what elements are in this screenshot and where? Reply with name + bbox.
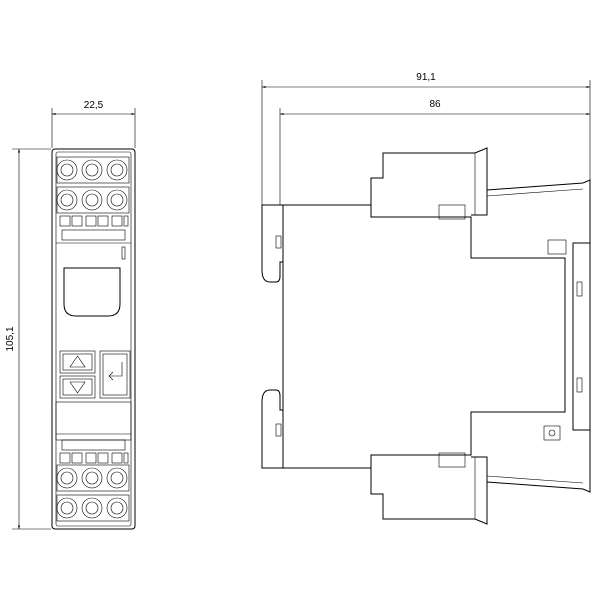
- status-led: [121, 246, 126, 260]
- front-housing-outline: [51, 148, 136, 530]
- arrow-down-icon: [69, 381, 86, 394]
- front-slot-upper: [576, 281, 583, 297]
- enter-button-frame: [99, 350, 131, 399]
- enter-icon: [108, 362, 123, 381]
- side-view: [261, 147, 591, 525]
- din-clip-lower: [261, 389, 284, 469]
- upper-terminal-tab: [438, 204, 466, 220]
- up-button-frame: [59, 350, 96, 374]
- keypad: [59, 350, 131, 399]
- arrow-up-icon: [69, 355, 86, 368]
- front-view: [51, 148, 136, 530]
- din-clip-upper: [261, 204, 284, 283]
- front-housing-inner: [55, 151, 132, 527]
- display-window: [63, 267, 121, 317]
- front-slot-lower: [576, 377, 583, 393]
- lower-front-cover: [486, 412, 591, 493]
- dimension-side-overall-width: 91,1: [261, 72, 591, 205]
- dim-label-front-width: 22,5: [84, 100, 104, 111]
- dimension-front-width: 22,5: [51, 100, 136, 148]
- bottom-label-strip: [61, 439, 126, 451]
- bottom-terminal-row-2: [56, 494, 130, 522]
- side-body: [282, 204, 566, 469]
- bottom-release-slots: [59, 452, 129, 464]
- upper-front-cover: [486, 179, 591, 258]
- upper-terminal-block: [370, 147, 488, 217]
- dim-label-side-body: 86: [429, 99, 441, 110]
- clip-slot-upper: [275, 235, 282, 249]
- lower-latch: [543, 425, 561, 441]
- down-button-frame: [59, 375, 96, 399]
- lower-terminal-tab: [438, 452, 466, 468]
- lower-terminal-block: [370, 455, 488, 525]
- top-terminal-row-2: [56, 186, 130, 214]
- dim-label-front-height: 105,1: [5, 326, 16, 351]
- bottom-terminal-row-1: [56, 464, 130, 492]
- dimension-side-body-width: 86: [279, 99, 590, 205]
- dim-label-side-overall: 91,1: [416, 72, 436, 83]
- clip-slot-lower: [275, 423, 282, 437]
- top-terminal-row-1: [56, 156, 130, 184]
- top-release-slots: [59, 215, 129, 227]
- upper-latch: [547, 239, 567, 255]
- top-label-strip: [61, 229, 126, 241]
- dimension-front-height: 105,1: [5, 148, 51, 530]
